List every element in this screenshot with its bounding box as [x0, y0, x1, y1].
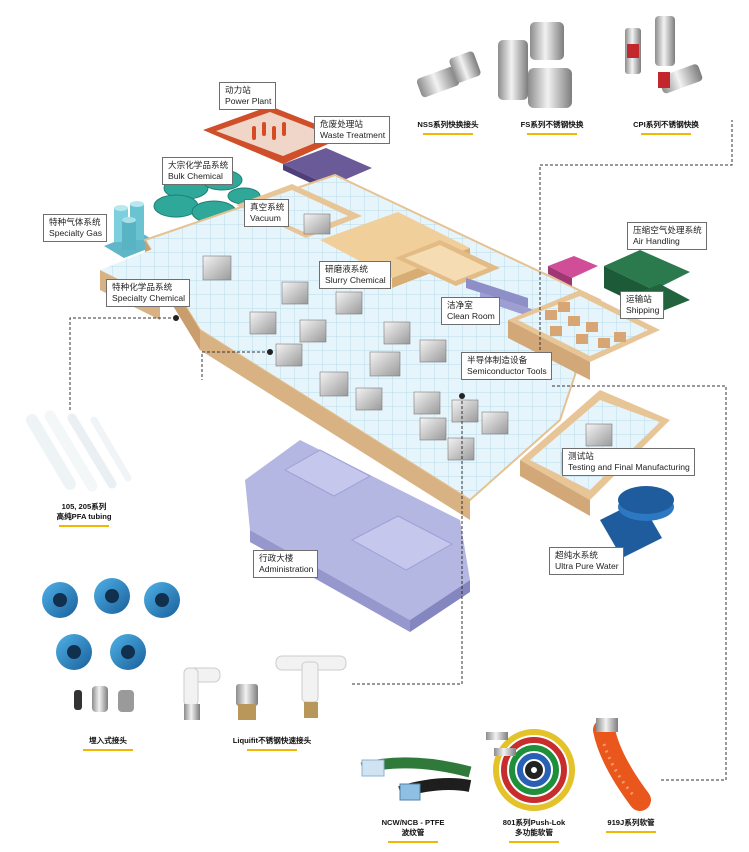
pfa-caption-line2: 高纯PFA tubing — [56, 512, 112, 521]
power-plant-building — [203, 106, 346, 164]
specialty-gas-cylinders — [104, 201, 160, 258]
slurry-chemical-cn: 研磨液系统 — [325, 264, 368, 274]
slurry-chemical-label: 研磨液系统 Slurry Chemical — [319, 261, 391, 289]
pushlok-caption-line1: 801系列Push-Lok — [502, 818, 566, 827]
power-plant-cn: 动力站 — [225, 85, 251, 95]
specialty-gas-en: Specialty Gas — [49, 228, 103, 238]
slurry-chemical-en: Slurry Chemical — [325, 275, 386, 285]
pink-module — [548, 256, 598, 286]
testing-label: 测试站 Testing and Final Manufacturing — [562, 448, 695, 476]
ptfe-hose-image — [360, 757, 472, 801]
leader-lines — [69, 120, 733, 781]
air-handling-cn: 压缩空气处理系统 — [633, 225, 702, 235]
testing-cn: 测试站 — [568, 451, 594, 461]
administration-cn: 行政大楼 — [259, 553, 294, 563]
fs-caption: FS系列不锈钢快换 — [510, 120, 594, 135]
919j-hose-image — [593, 718, 651, 811]
liquifit-caption: Liquifit不锈钢快速接头 — [212, 736, 332, 751]
ptfe-caption-line1: NCW/NCB - PTFE — [381, 818, 445, 827]
clean-room-cn: 洁净室 — [447, 300, 473, 310]
clean-room-label: 洁净室 Clean Room — [441, 297, 500, 325]
waste-treatment-en: Waste Treatment — [320, 130, 386, 140]
power-plant-label: 动力站 Power Plant — [219, 82, 277, 110]
administration-label: 行政大楼 Administration — [253, 550, 319, 578]
air-handling-label: 压缩空气处理系统 Air Handling — [627, 222, 707, 250]
embedded-caption-text: 埋入式接头 — [89, 736, 127, 745]
specialty-chemical-cn: 特种化学品系统 — [112, 282, 173, 292]
waste-treatment-cn: 危废处理站 — [320, 119, 363, 129]
pfa-caption: 105, 205系列 高纯PFA tubing — [42, 502, 126, 527]
semiconductor-tools-cn: 半导体制造设备 — [467, 355, 528, 365]
semiconductor-tools-en: Semiconductor Tools — [467, 366, 547, 376]
shipping-label: 运输站 Shipping — [620, 291, 665, 319]
air-handling-en: Air Handling — [633, 236, 680, 246]
clean-room-en: Clean Room — [447, 311, 495, 321]
pfa-caption-line1: 105, 205系列 — [61, 502, 107, 511]
clean-room-pool — [395, 240, 500, 286]
bulk-chemical-cn: 大宗化学品系统 — [168, 160, 229, 170]
bulk-chemical-en: Bulk Chemical — [168, 171, 223, 181]
vacuum-en: Vacuum — [250, 213, 281, 223]
specialty-gas-label: 特种气体系统 Specialty Gas — [43, 214, 108, 242]
testing-en: Testing and Final Manufacturing — [568, 462, 690, 472]
ptfe-caption-line2: 波纹管 — [401, 828, 425, 837]
bulk-chemical-label: 大宗化学品系统 Bulk Chemical — [162, 157, 234, 185]
specialty-gas-cn: 特种气体系统 — [49, 217, 101, 227]
shipping-en: Shipping — [626, 305, 660, 315]
administration-en: Administration — [259, 564, 314, 574]
shipping-crates — [545, 302, 626, 348]
vacuum-label: 真空系统 Vacuum — [244, 199, 290, 227]
ultra-pure-water-cn: 超纯水系统 — [555, 550, 598, 560]
power-plant-en: Power Plant — [225, 96, 272, 106]
cpi-coupling-image — [625, 16, 703, 94]
liquifit-fittings-image — [183, 655, 347, 720]
pushlok-hose-image — [486, 729, 575, 811]
ultra-pure-water-en: Ultra Pure Water — [555, 561, 619, 571]
nss-caption: NSS系列快换接头 — [406, 120, 490, 135]
ultra-pure-water-tank — [600, 486, 674, 558]
pfa-tubing-image — [26, 410, 132, 492]
specialty-chemical-label: 特种化学品系统 Specialty Chemical — [106, 279, 191, 307]
cpi-caption: CPI系列不锈钢快换 — [620, 120, 712, 135]
ptfe-caption: NCW/NCB - PTFE 波纹管 — [370, 818, 456, 843]
fs-caption-text: FS系列不锈钢快换 — [520, 120, 584, 129]
shipping-cn: 运输站 — [626, 294, 652, 304]
semiconductor-tools-label: 半导体制造设备 Semiconductor Tools — [461, 352, 552, 380]
embedded-caption: 埋入式接头 — [66, 736, 150, 751]
ultra-pure-water-label: 超纯水系统 Ultra Pure Water — [549, 547, 624, 575]
cpi-caption-text: CPI系列不锈钢快换 — [633, 120, 699, 129]
919j-caption: 919J系列软管 — [590, 818, 672, 833]
embedded-fittings-image — [42, 578, 180, 712]
semiconductor-tools — [202, 213, 613, 475]
liquifit-caption-text: Liquifit不锈钢快速接头 — [232, 736, 312, 745]
vacuum-cn: 真空系统 — [250, 202, 285, 212]
nss-caption-text: NSS系列快换接头 — [417, 120, 479, 129]
pushlok-caption: 801系列Push-Lok 多功能软管 — [484, 818, 584, 843]
waste-treatment-label: 危废处理站 Waste Treatment — [314, 116, 391, 144]
pushlok-caption-line2: 多功能软管 — [515, 828, 553, 837]
919j-caption-text: 919J系列软管 — [607, 818, 655, 827]
specialty-chemical-en: Specialty Chemical — [112, 293, 186, 303]
fs-coupling-image — [498, 22, 572, 108]
nss-coupling-image — [416, 51, 481, 98]
